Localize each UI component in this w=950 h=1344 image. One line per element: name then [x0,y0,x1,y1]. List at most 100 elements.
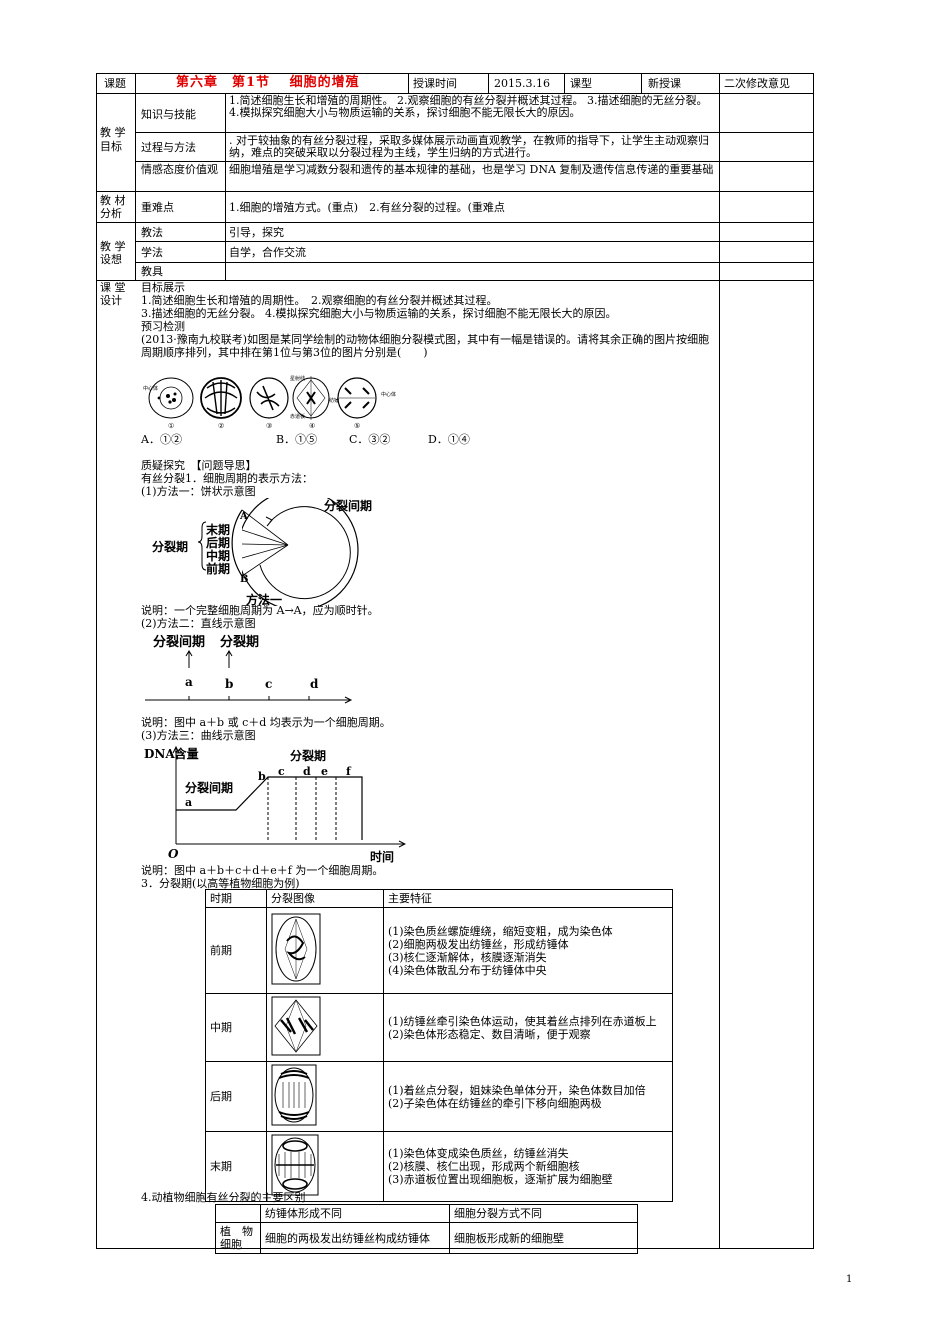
curve-point-d: d [303,765,311,778]
curve-phase-label: 分裂期 [290,748,326,763]
section-analysis: 教 材分析 [100,194,126,220]
cycle-title: 有丝分裂1．细胞周期的表示方法： [141,472,313,485]
curve-cycle-diagram: DNA含量 分裂期 分裂间期 a b c d e f O 时间 [144,745,406,864]
fig-label-2: 星射线 [290,375,305,382]
note-1: 说明：一个完整细胞周期为 A→A，应为顺时针。 [141,604,379,617]
line-point-b: b [225,677,233,691]
col-divider [488,73,489,93]
phase-image-prophase [266,907,384,994]
option-a: A．①② [141,433,182,446]
col-divider [135,73,136,280]
pie-stage-metaphase: 中期 [206,548,230,563]
phase-header-feature: 主要特征 [383,889,673,908]
phase-name-anaphase: 后期 [205,1061,267,1132]
line-cycle-diagram: 分裂间期 分裂期 a b c d [145,634,353,704]
pie-cycle-diagram: 分裂间期 分裂期 末期 后期 中期 前期 A B 方法一 [150,498,372,606]
method-2: (2)方法二：直线示意图 [141,617,256,630]
tools-label: 教具 [141,265,163,278]
phase-image-telophase [266,1131,384,1202]
option-b: B．①⑤ [276,433,318,446]
row-divider [135,132,814,133]
line-label-interphase: 分裂间期 [153,634,205,650]
line-label-phase: 分裂期 [220,634,259,650]
fig-number-5: ⑤ [354,422,360,430]
diff-row-label: 植 物细胞 [215,1222,261,1254]
curve-point-c: c [278,765,285,778]
row-divider [96,222,814,223]
figure-3: ③ [249,377,289,430]
curve-origin: O [168,847,179,861]
pie-point-a: A [239,511,248,522]
diff-row-division: 细胞板形成新的细胞壁 [449,1222,638,1254]
pie-phase-label: 分裂期 [152,539,188,554]
pie-caption: 方法一 [246,592,282,606]
curve-point-f: f [346,765,352,778]
metaphase-cell-image [271,996,321,1056]
row-divider [135,241,814,242]
option-c: C．③② [349,433,391,446]
curve-point-a: a [185,796,192,809]
telophase-feature-3: (3)赤道板位置出现细胞板，逐渐扩展为细胞壁 [388,1173,613,1186]
col-divider [564,73,565,93]
phase-header-image: 分裂图像 [266,889,384,908]
lesson-title: 第六章 第1节 细胞的增殖 [176,75,360,90]
pie-point-b: B [240,574,248,585]
study-text: 自学，合作交流 [229,246,306,259]
fig-number-2: ② [218,422,224,430]
prophase-feature-3: (3)核仁逐渐解体，核膜逐渐消失 [388,950,547,964]
note-2: 说明：图中 a＋b 或 c＋d 均表示为一个细胞周期。 [141,716,391,729]
pie-stage-anaphase: 后期 [206,535,230,550]
goal-title: 目标展示 [141,281,185,294]
difference-table: 纺锤体形成不同 细胞分裂方式不同 植 物细胞 细胞的两极发出纺锤丝构成纺锤体 细… [215,1204,638,1254]
col-divider [719,73,720,1249]
section-classroom: 课 堂设计 [100,281,126,307]
row-divider [96,93,814,94]
line-point-d: d [310,677,319,691]
inquiry-title: 质疑探究 【问题导思】 [141,459,257,472]
phase-name-telophase: 末期 [205,1131,267,1202]
pie-stage-prophase: 前期 [206,561,230,576]
fig-number-4: ④ [309,422,315,430]
prophase-feature-4: (4)染色体散乱分布于纺锤体中央 [388,963,547,977]
diff-header-spindle: 纺锤体形成不同 [260,1204,450,1223]
label-topic: 课题 [104,77,126,90]
label-date: 授课时间 [413,77,457,90]
fig-label-4: 纺锤 [329,397,339,404]
fig-number-1: ① [168,422,174,430]
preview-title: 预习检测 [141,320,185,333]
line-point-c: c [265,677,272,691]
phase-image-metaphase [266,993,384,1062]
diff-title: 4.动植物细胞有丝分裂的主要区别 [141,1191,306,1204]
fig-label-5: 中心体 [381,391,396,398]
telophase-feature-1: (1)染色体变成染色质丝，纺锤丝消失 [388,1147,569,1160]
section-design: 教 学设想 [100,240,126,266]
telophase-feature-2: (2)核膜、核仁出现，形成两个新细胞核 [388,1160,580,1173]
prophase-cell-image [271,913,321,985]
figure-1: 中心体 ① [143,377,194,430]
phase-name-prophase: 前期 [205,907,267,994]
row-divider [135,161,814,162]
label-revise: 二次修改意见 [724,77,790,90]
knowledge-label: 知识与技能 [141,108,196,121]
knowledge-text: 1.简述细胞生长和增殖的周期性。 2.观察细胞的有丝分裂并概述其过程。 3.描述… [229,94,708,119]
emotion-text: 细胞增殖是学习减数分裂和遗传的基本规律的基础，也是学习 DNA 复制及遗传信息传… [229,163,714,176]
diff-header-empty [215,1204,261,1223]
label-type: 课型 [570,77,592,90]
curve-point-e: e [321,765,328,778]
pie-interphase-label: 分裂间期 [324,498,372,513]
diff-row-spindle: 细胞的两极发出纺锤丝构成纺锤体 [260,1222,450,1254]
fig-number-3: ③ [266,422,272,430]
row-divider [96,280,814,281]
process-text: . 对于较抽象的有丝分裂过程，采取多媒体展示动画直观教学，在教师的指导下，让学生… [229,134,709,159]
pie-stage-telophase: 末期 [206,522,230,537]
study-label: 学法 [141,246,163,259]
goal-line-2: 3.描述细胞的无丝分裂。 4.模拟探究细胞大小与物质运输的关系，探讨细胞不能无限… [141,307,617,320]
analysis-label: 重难点 [141,201,174,214]
cell-division-figures: 中心体 ① ② ③ 星射线 赤道板 ④ 纺锤 中心体 ⑤ [143,375,396,430]
curve-xlabel: 时间 [370,849,394,864]
col-divider [408,73,409,93]
curve-point-b: b [258,770,266,783]
section-objectives: 教 学目标 [100,126,126,153]
row-divider [96,191,814,192]
